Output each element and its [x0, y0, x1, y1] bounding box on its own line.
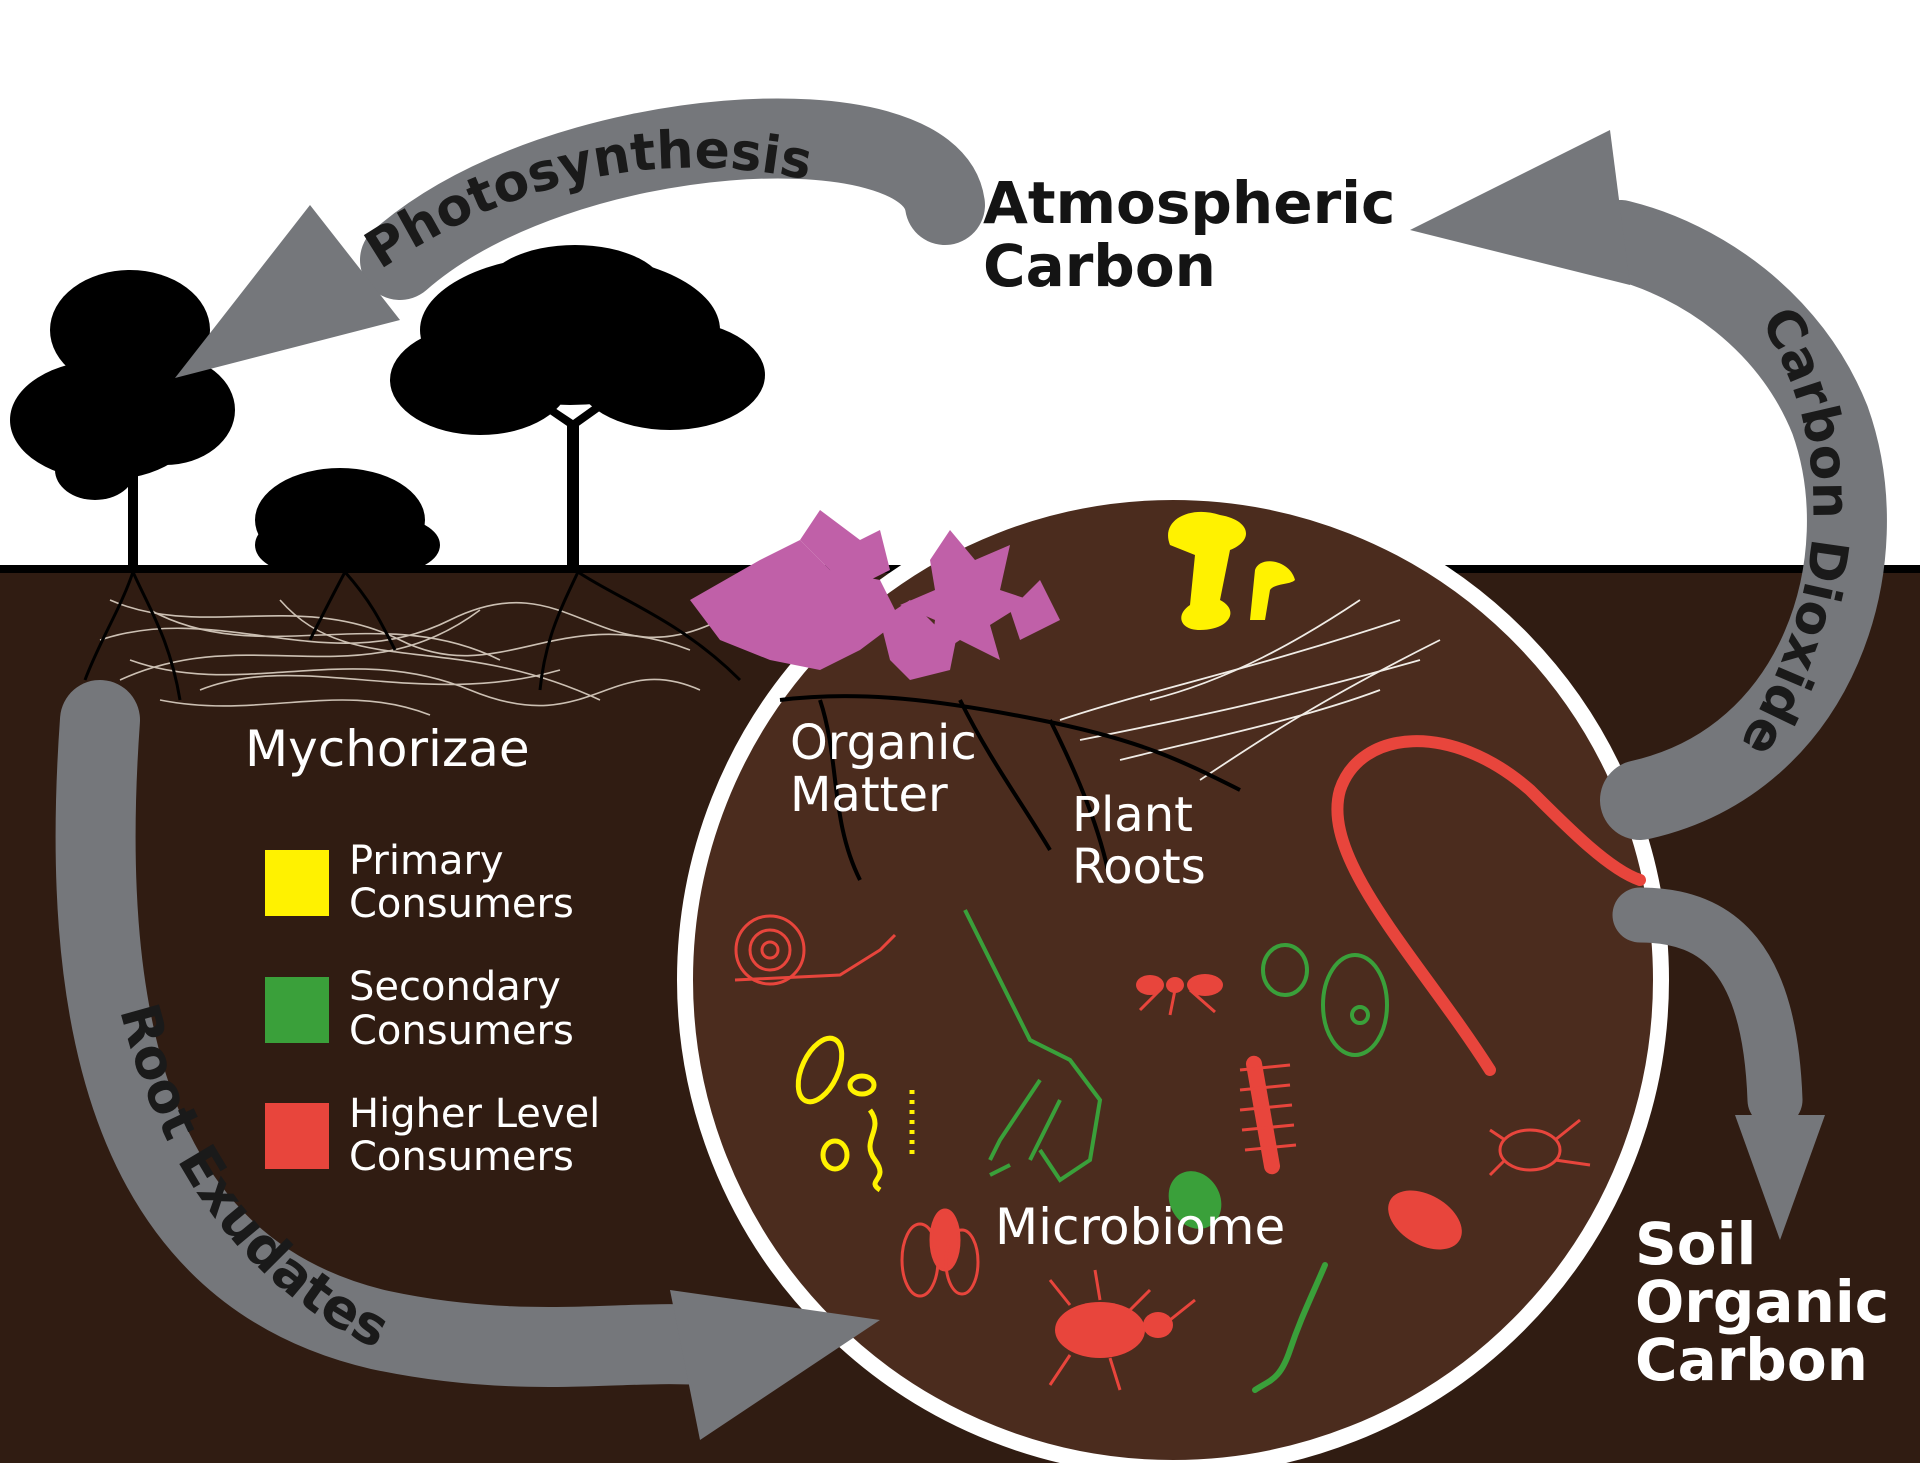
tree-roots — [83, 570, 742, 701]
consumer-legend: Primary Consumers Secondary Consumers Hi… — [265, 838, 601, 1219]
mychorizae-label: Mychorizae — [245, 720, 530, 778]
earthworm-icon — [1252, 1262, 1328, 1393]
snail-icon — [734, 914, 897, 986]
fly-icon — [900, 1208, 980, 1298]
atmospheric-carbon-line-1: Atmospheric — [983, 169, 1396, 237]
soil-organic-carbon-arrow[interactable] — [1612, 887, 1825, 1240]
mite-icon — [1168, 1171, 1222, 1229]
legend-swatch-secondary — [265, 976, 329, 1043]
legend-label-higher-line-1: Higher Level — [349, 1090, 601, 1137]
soil-organic-carbon-label: Soil Organic Carbon — [1635, 1215, 1889, 1389]
legend-item-secondary: Secondary Consumers — [265, 966, 600, 1052]
plant-roots — [1059, 599, 1441, 781]
tree-left — [10, 270, 235, 572]
legend-label-higher-line-2: Consumers — [349, 1133, 574, 1180]
centipede-icon — [1239, 1055, 1297, 1175]
organic-matter-line-2: Matter — [790, 766, 948, 823]
fungus-icon — [1168, 511, 1295, 630]
protozoa-icon — [1261, 943, 1389, 1057]
soil-organic-carbon-line-1: Soil — [1635, 1210, 1757, 1278]
plant-roots-line-1: Plant — [1072, 787, 1193, 843]
microbiome-label: Microbiome — [995, 1198, 1286, 1256]
organic-matter-roots — [779, 694, 1241, 881]
ant-icon — [1136, 974, 1223, 1016]
legend-label-secondary-line-1: Secondary — [349, 964, 561, 1011]
soil-organic-carbon-line-2: Organic — [1635, 1268, 1890, 1336]
organic-matter-label: Organic Matter — [790, 715, 977, 823]
legend-item-primary: Primary Consumers — [265, 838, 600, 928]
legend-item-higher: Higher Level Consumers — [265, 1090, 601, 1180]
leaf-litter — [690, 510, 1060, 680]
atmospheric-carbon-label: Atmospheric Carbon — [983, 172, 1395, 297]
legend-swatch-primary — [265, 850, 329, 917]
bacteria-icon — [795, 1035, 915, 1193]
legend-swatch-higher — [265, 1102, 329, 1169]
plant-roots-label: Plant Roots — [1072, 787, 1206, 895]
legend-label-primary-line-2: Consumers — [349, 881, 574, 928]
tree-right — [390, 245, 765, 572]
spider-mite-icon — [1488, 1118, 1591, 1177]
atmospheric-carbon-line-2: Carbon — [983, 231, 1216, 300]
legend-label-primary-line-1: Primary — [349, 838, 504, 884]
woodlouse-icon — [1388, 1190, 1462, 1250]
soil-organic-carbon-line-3: Carbon — [1635, 1326, 1868, 1394]
springtail-icon — [963, 909, 1103, 1183]
legend-label-secondary-line-2: Consumers — [349, 1007, 574, 1054]
plant-roots-line-2: Roots — [1072, 838, 1206, 895]
shrub — [255, 468, 440, 573]
nematode-worm-icon — [1331, 735, 1646, 1076]
organic-matter-line-1: Organic — [790, 715, 977, 771]
beetle-icon — [1048, 1269, 1196, 1391]
